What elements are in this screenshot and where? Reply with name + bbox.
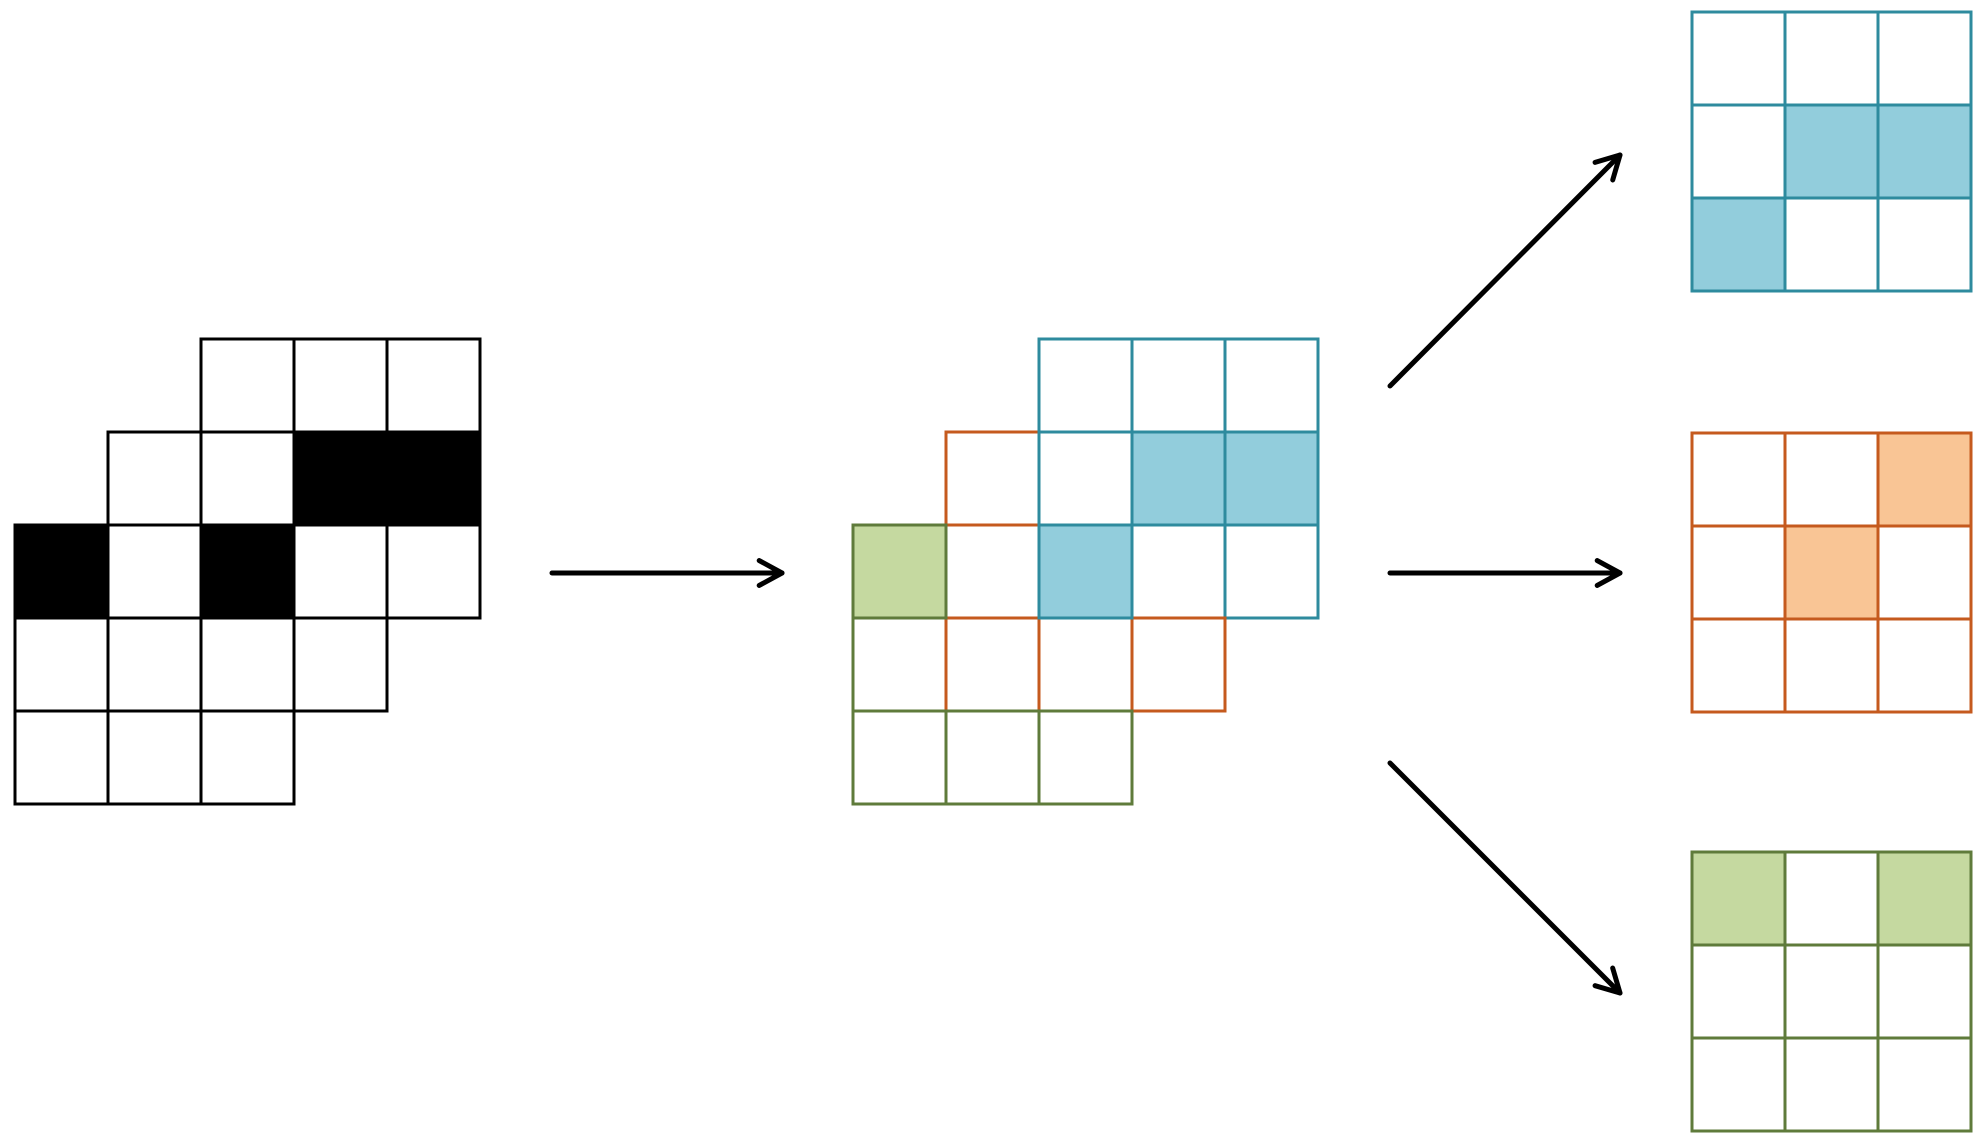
empty-cell bbox=[385, 523, 482, 620]
arrows bbox=[549, 152, 1623, 996]
empty-cell bbox=[292, 337, 389, 434]
empty-cell bbox=[106, 709, 203, 806]
green-empty-cell bbox=[1783, 1036, 1880, 1133]
green-empty-cell bbox=[851, 709, 948, 806]
orange-filled-cell bbox=[1783, 524, 1880, 621]
blue-empty-cell bbox=[1876, 10, 1973, 107]
green-empty-cell bbox=[944, 709, 1041, 806]
blue-empty-cell bbox=[1130, 337, 1227, 434]
empty-cell bbox=[199, 616, 296, 713]
green-empty-cell bbox=[1037, 709, 1134, 806]
arrow-right-icon bbox=[756, 558, 785, 588]
empty-cell bbox=[199, 430, 296, 527]
empty-cell bbox=[292, 523, 389, 620]
blue-empty-cell bbox=[1690, 103, 1787, 200]
orange-empty-cell bbox=[1876, 524, 1973, 621]
green-empty-cell bbox=[1876, 943, 1973, 1040]
blue-empty-cell bbox=[1783, 10, 1880, 107]
orange-empty-cell bbox=[1690, 431, 1787, 528]
orange-empty-cell bbox=[1690, 617, 1787, 714]
green-empty-cell bbox=[1690, 1036, 1787, 1133]
output-grids bbox=[1690, 10, 1973, 1133]
empty-cell bbox=[385, 337, 482, 434]
green-empty-cell bbox=[1876, 1036, 1973, 1133]
blue-empty-cell bbox=[1223, 523, 1320, 620]
filled-cell bbox=[13, 523, 110, 620]
empty-cell bbox=[292, 616, 389, 713]
filled-cell bbox=[292, 430, 389, 527]
arrow-up-right-icon bbox=[1592, 152, 1623, 183]
blue-filled-cell bbox=[1130, 430, 1227, 527]
output-grid-blue bbox=[1690, 10, 1973, 293]
green-empty-cell bbox=[851, 616, 948, 713]
orange-empty-cell bbox=[944, 430, 1041, 527]
orange-empty-cell bbox=[1783, 431, 1880, 528]
arrow-to-green-output bbox=[1387, 760, 1623, 996]
green-empty-cell bbox=[1783, 943, 1880, 1040]
empty-cell bbox=[13, 709, 110, 806]
orange-filled-cell bbox=[1876, 431, 1973, 528]
orange-empty-cell bbox=[1876, 617, 1973, 714]
blue-filled-cell bbox=[1037, 523, 1134, 620]
blue-empty-cell bbox=[1783, 196, 1880, 293]
blue-empty-cell bbox=[1037, 430, 1134, 527]
empty-cell bbox=[106, 430, 203, 527]
blue-filled-cell bbox=[1223, 430, 1320, 527]
arrow-down-right-icon bbox=[1592, 965, 1623, 996]
source-grid bbox=[13, 337, 482, 806]
green-filled-cell bbox=[1690, 850, 1787, 947]
filled-cell bbox=[199, 523, 296, 620]
arrow-right-icon bbox=[1594, 558, 1623, 588]
decomposed-grid bbox=[851, 337, 1320, 806]
empty-cell bbox=[106, 523, 203, 620]
blue-empty-cell bbox=[1037, 337, 1134, 434]
orange-empty-cell bbox=[1037, 616, 1134, 713]
filled-cell bbox=[385, 430, 482, 527]
empty-cell bbox=[106, 616, 203, 713]
blue-empty-cell bbox=[1876, 196, 1973, 293]
arrow-to-orange-output bbox=[1387, 558, 1623, 588]
blue-filled-cell bbox=[1690, 196, 1787, 293]
output-grid-green bbox=[1690, 850, 1973, 1133]
orange-empty-cell bbox=[1690, 524, 1787, 621]
arrow-to-blue-output bbox=[1387, 152, 1623, 389]
green-empty-cell bbox=[1783, 850, 1880, 947]
blue-filled-cell bbox=[1783, 103, 1880, 200]
orange-empty-cell bbox=[944, 616, 1041, 713]
orange-empty-cell bbox=[944, 523, 1041, 620]
green-filled-cell bbox=[851, 523, 948, 620]
arrow-source-to-decomposed bbox=[549, 558, 785, 588]
empty-cell bbox=[199, 337, 296, 434]
green-empty-cell bbox=[1690, 943, 1787, 1040]
output-grid-orange bbox=[1690, 431, 1973, 714]
empty-cell bbox=[199, 709, 296, 806]
blue-empty-cell bbox=[1223, 337, 1320, 434]
blue-filled-cell bbox=[1876, 103, 1973, 200]
orange-empty-cell bbox=[1783, 617, 1880, 714]
blue-empty-cell bbox=[1130, 523, 1227, 620]
orange-empty-cell bbox=[1130, 616, 1227, 713]
green-filled-cell bbox=[1876, 850, 1973, 947]
blue-empty-cell bbox=[1690, 10, 1787, 107]
empty-cell bbox=[13, 616, 110, 713]
